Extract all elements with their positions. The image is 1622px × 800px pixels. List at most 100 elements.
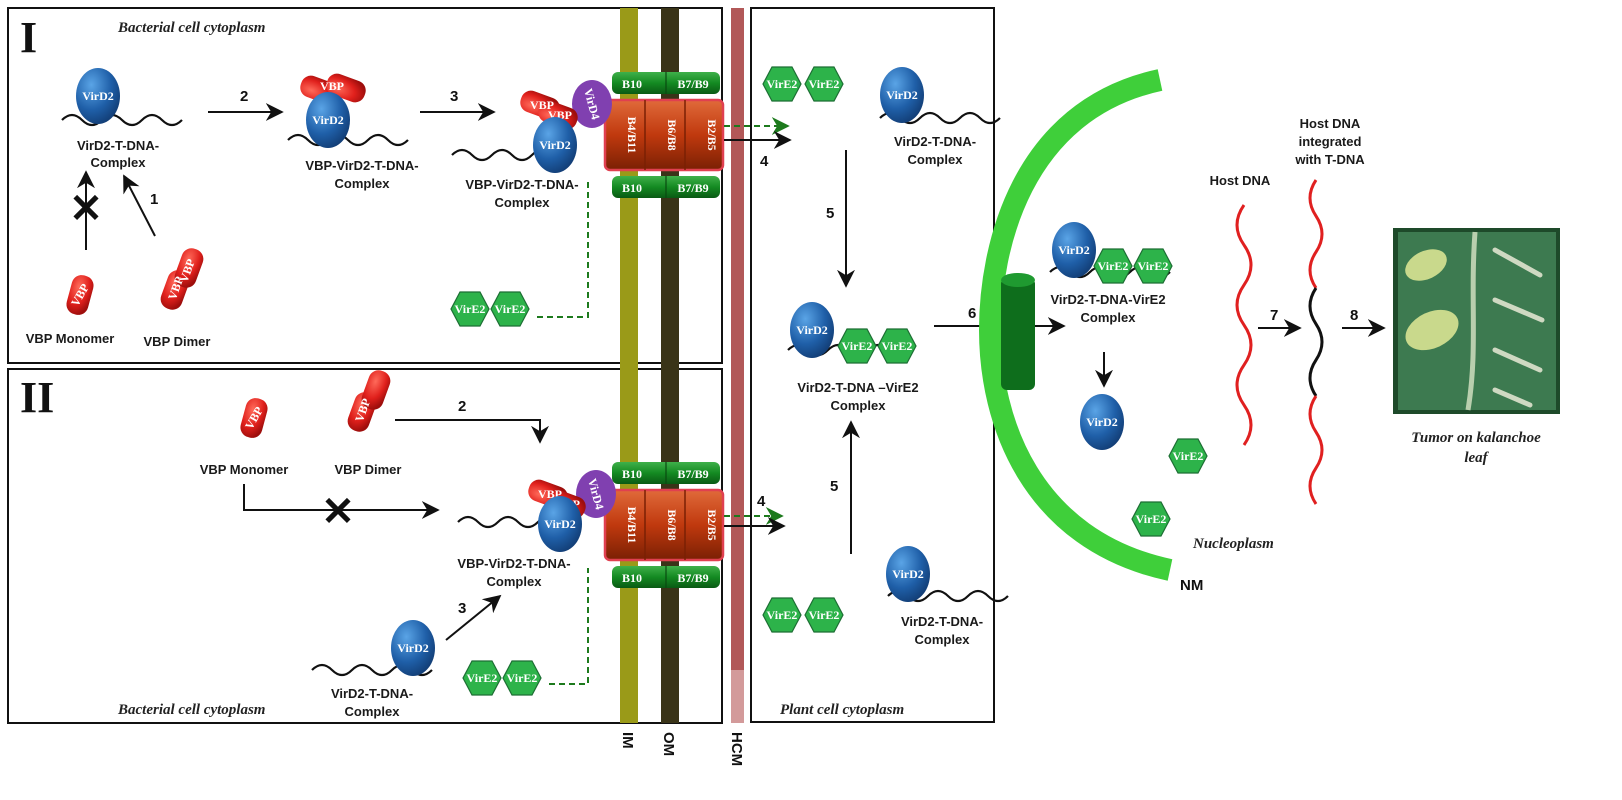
vird2-label-2: VirD2 xyxy=(312,113,344,127)
svg-text:B10: B10 xyxy=(622,467,642,481)
arrow-blocked-bottom xyxy=(243,484,440,519)
panel-one-frame xyxy=(7,7,723,364)
vird2-plant-top-label: VirD2-T-DNA- xyxy=(894,134,976,149)
step-7-label: 7 xyxy=(1270,307,1278,324)
b6b8-label: B6/B8 xyxy=(665,119,679,150)
host-cell-membrane xyxy=(731,8,744,670)
tumor-label-1: Tumor on kalanchoe xyxy=(1411,430,1541,446)
nuclear-pore xyxy=(1001,273,1035,390)
integrated-label-2: integrated xyxy=(1299,134,1362,149)
step-4-bottom-label: 4 xyxy=(757,493,766,510)
b4b11-label: B4/B11 xyxy=(625,117,639,154)
vird2-tdna-label: VirD2-T-DNA- xyxy=(77,138,159,153)
svg-text:B7/B9: B7/B9 xyxy=(677,571,708,585)
vbp-monomer-label: VBP Monomer xyxy=(26,331,115,346)
svg-text:VirE2: VirE2 xyxy=(842,339,873,353)
svg-text:VirE2: VirE2 xyxy=(1136,512,1167,526)
blocked-x: ✕ xyxy=(69,187,103,231)
b2b5-label: B2/B5 xyxy=(705,119,719,150)
tdna-strand xyxy=(60,113,184,127)
svg-text:VirE2: VirE2 xyxy=(1173,449,1204,463)
vbp-complex-bottom-label: VBP-VirD2-T-DNA- xyxy=(457,556,570,571)
vird4-protein-2: VirD4 xyxy=(576,470,616,518)
svg-text:B4/B11: B4/B11 xyxy=(625,507,639,544)
svg-text:VBP: VBP xyxy=(530,98,554,112)
svg-text:VirD2: VirD2 xyxy=(1086,415,1118,429)
vird2-plant-bottom-label-2: Complex xyxy=(915,632,971,647)
integrated-label-1: Host DNA xyxy=(1300,116,1361,131)
step-6-label: 6 xyxy=(968,305,976,322)
vbp-dimer-shape: VBP VBP xyxy=(157,245,207,313)
panel-two-numeral: II xyxy=(20,373,54,422)
vird4-protein: VirD4 xyxy=(572,80,612,128)
svg-text:VBP: VBP xyxy=(320,79,344,93)
vire2-export-path-bottom xyxy=(549,568,589,685)
svg-text:VirE2: VirE2 xyxy=(495,302,526,316)
panel-one-numeral: I xyxy=(20,13,37,62)
nuclear-membrane xyxy=(978,69,1173,581)
svg-text:B10: B10 xyxy=(622,181,642,195)
svg-text:B7/B9: B7/B9 xyxy=(677,467,708,481)
host-dna-label: Host DNA xyxy=(1210,173,1271,188)
tdna-strand-2 xyxy=(286,133,410,147)
integrated-label-3: with T-DNA xyxy=(1294,152,1365,167)
svg-text:VirD2: VirD2 xyxy=(1058,243,1090,257)
bottom-region-label: Bacterial cell cytoplasm xyxy=(117,702,265,718)
svg-text:B10: B10 xyxy=(622,571,642,585)
vire2-export-path-top xyxy=(537,178,589,318)
svg-text:VirE2: VirE2 xyxy=(467,671,498,685)
vird2-tdna-bottom-label: VirD2-T-DNA- xyxy=(331,686,413,701)
tumor-label-2: leaf xyxy=(1464,450,1489,466)
svg-text:B6/B8: B6/B8 xyxy=(665,509,679,540)
step-2-label: 2 xyxy=(240,88,248,105)
step-2-bottom-label: 2 xyxy=(458,398,466,415)
svg-text:VirE2: VirE2 xyxy=(1098,259,1129,273)
svg-text:B7/B9: B7/B9 xyxy=(677,181,708,195)
svg-text:VirD2: VirD2 xyxy=(796,323,828,337)
hcm-label: HCM xyxy=(728,732,745,766)
svg-text:VirE2: VirE2 xyxy=(882,339,913,353)
svg-text:VirE2: VirE2 xyxy=(767,77,798,91)
vbp-complex-label: VBP-VirD2-T-DNA- xyxy=(305,158,418,173)
complex-label: Complex xyxy=(91,155,147,170)
nucleus-complex-label-2: Complex xyxy=(1081,310,1137,325)
om-label: OM xyxy=(660,732,677,756)
svg-text:VirD2: VirD2 xyxy=(544,517,576,531)
svg-text:VirD2: VirD2 xyxy=(397,641,429,655)
integrated-tdna xyxy=(1308,287,1324,397)
vird2-plant-top-label-2: Complex xyxy=(908,152,964,167)
plant-region-label: Plant cell cytoplasm xyxy=(780,702,904,718)
vird2-plant-bottom-label: VirD2-T-DNA- xyxy=(901,614,983,629)
vbp-dimer-bound: VBP xyxy=(297,70,369,108)
svg-text:VirD2: VirD2 xyxy=(892,567,924,581)
vbp-monomer-shape-2: VBP xyxy=(238,395,270,441)
nm-label: NM xyxy=(1180,577,1203,594)
arrow-step3-bottom xyxy=(445,594,502,641)
tumor-leaf-image xyxy=(1393,228,1560,414)
vbp-monomer-shape: VBP xyxy=(64,272,96,318)
blocked-x-bottom: ✕ xyxy=(321,490,355,534)
step-4-top-label: 4 xyxy=(760,153,769,170)
vbp-complex-label-2: Complex xyxy=(335,176,391,191)
b7b9-label: B7/B9 xyxy=(677,77,708,91)
svg-text:VirE2: VirE2 xyxy=(1138,259,1169,273)
t4ss-channel-bottom xyxy=(603,488,725,562)
svg-text:VirD2: VirD2 xyxy=(539,138,571,152)
vbp-complex-channel-label: VBP-VirD2-T-DNA- xyxy=(465,177,578,192)
vird2-tdna-bottom-label-2: Complex xyxy=(345,704,401,719)
vbp-dimer-shape-2: VBP xyxy=(344,367,394,435)
arrow-step1 xyxy=(123,174,156,237)
arrow-step2-bottom xyxy=(395,419,549,444)
vbp-complex-channel-label-2: Complex xyxy=(495,195,551,210)
svg-text:VirD2: VirD2 xyxy=(886,88,918,102)
vird2-vire2-label: VirD2-T-DNA –VirE2 xyxy=(797,380,918,395)
top-region-label: Bacterial cell cytoplasm xyxy=(117,20,265,36)
step-1-label: 1 xyxy=(150,191,158,208)
svg-text:B2/B5: B2/B5 xyxy=(705,509,719,540)
svg-text:VirE2: VirE2 xyxy=(809,608,840,622)
step-3-label: 3 xyxy=(450,88,458,105)
vbp-monomer-label-2: VBP Monomer xyxy=(200,462,289,477)
im-label: IM xyxy=(619,732,636,749)
vird2-vire2-label-2: Complex xyxy=(831,398,887,413)
t4ss-channel-top xyxy=(603,98,725,172)
